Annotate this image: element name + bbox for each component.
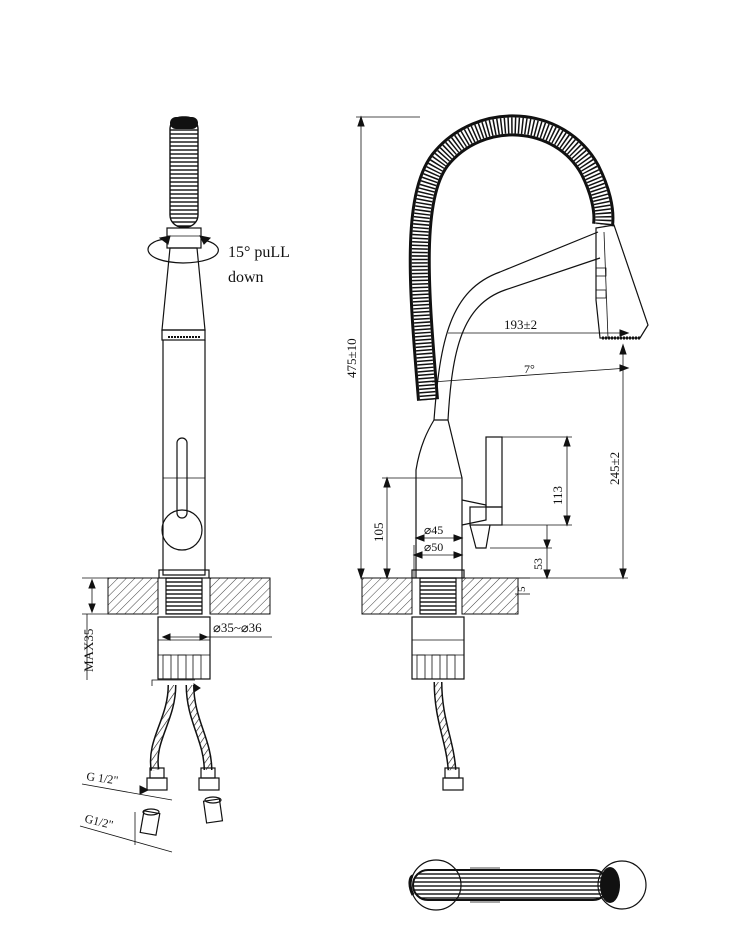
diameter-45-label: ⌀45 <box>424 523 443 537</box>
reach-label: 193±2 <box>504 317 537 332</box>
side-countertop <box>361 577 519 615</box>
front-spray-head <box>161 247 206 331</box>
side-threaded-shank <box>419 577 457 615</box>
side-view: 475±10 193±2 7° 245±2 <box>344 114 649 791</box>
side-supply-hose <box>433 681 464 791</box>
top-view <box>408 859 647 911</box>
side-lever <box>485 436 503 508</box>
front-adapters <box>139 796 224 836</box>
max-label: MAX35 <box>81 629 96 672</box>
front-countertop <box>107 577 271 615</box>
front-view: 15° puLL down MAX35 <box>79 116 290 853</box>
deck-label: 5 <box>516 586 528 592</box>
rotation-arrow <box>147 235 219 264</box>
rotation-label-line2: down <box>228 269 264 286</box>
side-spout-arm <box>433 231 599 421</box>
angle-label: 7° <box>524 362 535 376</box>
front-lever-knob <box>161 509 203 551</box>
rotation-label-line1: 15° puLL <box>228 244 290 261</box>
thread-label-1: G 1/2" <box>86 769 120 787</box>
offset-53-label: 53 <box>531 558 545 570</box>
front-supply-hoses <box>146 679 220 791</box>
front-lever <box>176 437 188 519</box>
base-height-label: 105 <box>371 523 386 543</box>
front-mount-nut <box>157 616 211 680</box>
front-threaded-shank <box>165 577 203 615</box>
thread-label-2: G1/2" <box>83 811 115 832</box>
side-body <box>415 419 463 578</box>
front-spring-hose <box>169 116 199 228</box>
spout-height-label: 245±2 <box>607 452 622 485</box>
diameter-50-label: ⌀50 <box>424 540 443 554</box>
side-spring-hose <box>408 114 615 401</box>
height-label: 475±10 <box>344 338 359 378</box>
side-mount-nut <box>411 616 465 680</box>
front-body <box>162 340 206 576</box>
top-spray-head <box>597 860 647 910</box>
front-collar <box>166 227 202 249</box>
lever-height-label: 113 <box>550 486 565 505</box>
diameter-label: ⌀35~⌀36 <box>213 620 262 635</box>
side-spray-head <box>595 224 649 339</box>
